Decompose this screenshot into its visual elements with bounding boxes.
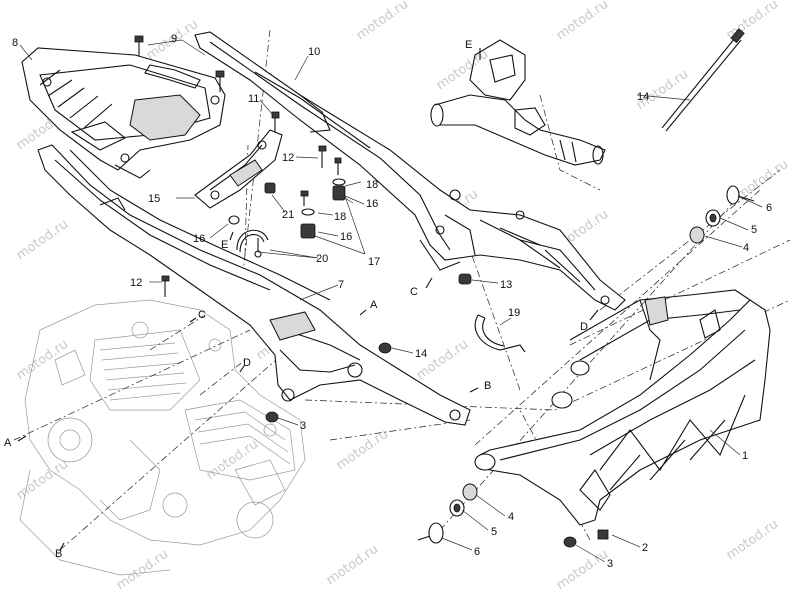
- callout-labels: 8 9 10 11 12 15 18 16 21 16 18 16 20 17 …: [12, 33, 772, 570]
- callout-5-right: 5: [751, 224, 757, 236]
- callout-6-right: 6: [766, 202, 772, 214]
- bracket-part-19: [474, 314, 526, 353]
- callout-7: 7: [338, 279, 344, 291]
- watermark: motod.ru: [354, 0, 411, 43]
- ref-A-left: A: [4, 437, 12, 449]
- reference-arrows: [17, 48, 599, 551]
- callout-2: 2: [642, 542, 648, 554]
- swingarm-part-1: [474, 289, 771, 526]
- reference-letters: A A B B C C D D E E: [4, 39, 588, 560]
- bolt-part-12-upper: [318, 145, 327, 168]
- ref-E-head: E: [465, 39, 472, 51]
- callout-1: 1: [742, 450, 748, 462]
- callout-4-left: 4: [508, 511, 514, 523]
- callout-12-lower: 12: [130, 277, 142, 289]
- callout-16-left: 16: [193, 233, 205, 245]
- watermark: motod.ru: [14, 337, 71, 383]
- callout-18-upper: 18: [366, 179, 378, 191]
- callout-16-lower: 16: [340, 231, 352, 243]
- ref-E-bracket: E: [221, 239, 228, 251]
- screws-part-9: [134, 35, 225, 92]
- pivot-hardware-left: [417, 483, 478, 544]
- nut-part-2: [597, 529, 609, 540]
- callout-14-lower: 14: [415, 348, 427, 360]
- ref-C-engine: C: [198, 309, 206, 321]
- watermark: motod.ru: [14, 217, 71, 263]
- ref-D-engine: D: [243, 357, 251, 369]
- bushings-part-16-18: [228, 157, 346, 258]
- watermark: motod.ru: [324, 542, 381, 588]
- watermark: motod.ru: [724, 517, 781, 563]
- watermark: motod.ru: [414, 337, 471, 383]
- callout-21: 21: [282, 209, 294, 221]
- watermark: motod.ru: [434, 47, 491, 93]
- nuts-part-3: [265, 411, 577, 548]
- callout-8: 8: [12, 37, 18, 49]
- callout-4-right: 4: [743, 242, 749, 254]
- watermark: motod.ru: [334, 427, 391, 473]
- callout-13: 14: [637, 91, 649, 103]
- lower-subframe-part-7: [37, 144, 471, 426]
- ref-D-frame: D: [580, 321, 588, 333]
- callout-17: 17: [368, 256, 380, 268]
- callout-19: 19: [508, 307, 520, 319]
- nuts-part-14: [378, 273, 472, 354]
- callout-9: 9: [171, 33, 177, 45]
- ref-A-frame: A: [370, 299, 378, 311]
- callout-12-upper: 12: [282, 152, 294, 164]
- clamp-part-20: [236, 229, 269, 253]
- callout-20: 20: [316, 253, 328, 265]
- watermark: motod.ru: [14, 457, 71, 503]
- rear-rack-part-8: [21, 47, 226, 179]
- callout-3-right: 3: [607, 558, 613, 570]
- watermark: motod.ru: [734, 157, 791, 203]
- callout-15: 15: [148, 193, 160, 205]
- bolt-part-11: [271, 111, 280, 132]
- upper-frame-part-10: [194, 31, 626, 311]
- ref-C-frame: C: [410, 286, 418, 298]
- steering-head-detail: [430, 39, 606, 166]
- callout-6-left: 6: [474, 546, 480, 558]
- ref-B-frame: B: [484, 380, 491, 392]
- callout-11: 11: [248, 93, 259, 105]
- callout-leaders: [19, 39, 763, 563]
- engine-outline: [19, 299, 306, 576]
- callout-18-lower: 18: [334, 211, 346, 223]
- callout-16-upper: 16: [366, 198, 378, 210]
- pivot-hardware-right: [689, 185, 755, 244]
- callout-10: 10: [308, 46, 320, 58]
- watermark: motod.ru: [554, 0, 611, 43]
- mount-plate-part-15: [194, 129, 283, 209]
- watermark: motod.ru: [554, 547, 611, 593]
- shaft-part-13: [661, 28, 745, 132]
- watermark: motod.ru: [114, 547, 171, 593]
- bolt-part-12-lower: [161, 275, 170, 297]
- callout-14-upper: 13: [500, 279, 512, 291]
- callout-3-left: 3: [300, 420, 306, 432]
- ref-B-left: B: [55, 548, 62, 560]
- callout-5-left: 5: [491, 526, 497, 538]
